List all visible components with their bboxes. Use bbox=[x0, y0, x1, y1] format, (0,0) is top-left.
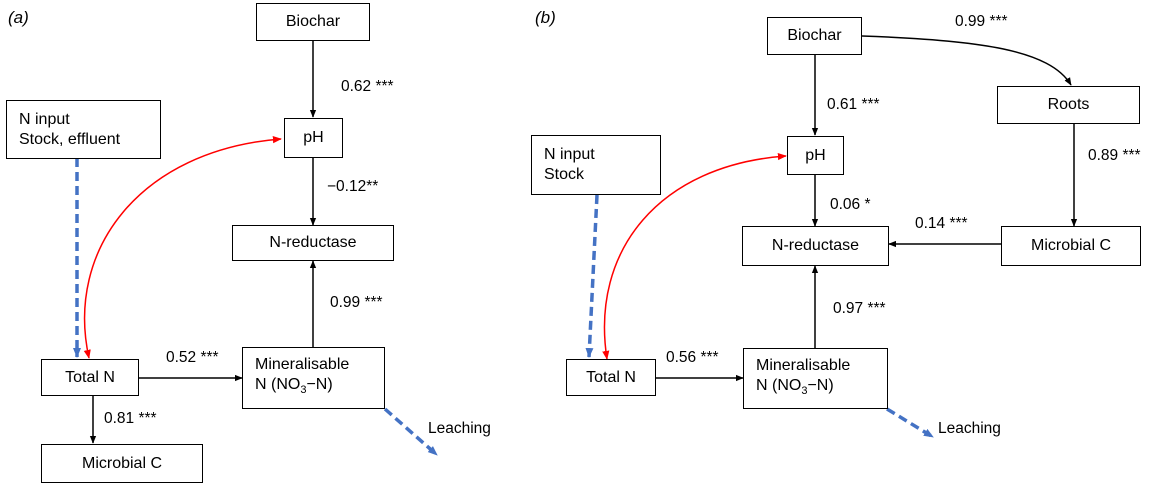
a-mineral-line2-sub: 3 bbox=[300, 384, 307, 397]
b-leaching-label: Leaching bbox=[938, 420, 1001, 437]
panel-a-label: (a) bbox=[8, 8, 29, 27]
b-ph-node: pH bbox=[787, 136, 844, 175]
a-total-n-node: Total N bbox=[41, 359, 139, 396]
a-n-input-line1: N input bbox=[19, 110, 70, 128]
a-biochar-node: Biochar bbox=[256, 3, 370, 41]
a-mineralisable-node: Mineralisable N (NO3−N) bbox=[242, 347, 385, 409]
a-n-input-node: N input Stock, effluent bbox=[6, 100, 161, 159]
a-ph-node: pH bbox=[284, 118, 343, 158]
b-mineral-line2-sub: 3 bbox=[801, 385, 808, 398]
b-n-input-node: N input Stock bbox=[531, 135, 661, 195]
a-leaching-label: Leaching bbox=[428, 420, 491, 437]
b-n-input-line1: N input bbox=[544, 146, 595, 163]
a-mineral-line2-pre: N (NO bbox=[255, 376, 301, 394]
b-total-n-node: Total N bbox=[566, 359, 656, 396]
b-coef-mineral-nreductase: 0.97 *** bbox=[833, 300, 886, 317]
b-arrow-leaching bbox=[886, 407, 934, 439]
a-n-reductase-node: N-reductase bbox=[232, 225, 394, 261]
a-n-input-line2: Stock, effluent bbox=[19, 130, 121, 148]
b-microbial-c-node: Microbial C bbox=[1001, 226, 1141, 266]
b-coef-biochar-roots: 0.99 *** bbox=[955, 13, 1008, 30]
panel-b-label: (b) bbox=[535, 8, 556, 27]
b-mineral-line2-post: −N) bbox=[807, 376, 834, 394]
b-roots-node: Roots bbox=[997, 86, 1140, 124]
b-coef-microbial-nreductase: 0.14 *** bbox=[915, 215, 968, 232]
b-correlation-ph-totaln bbox=[602, 152, 787, 360]
a-coef-ph-nreductase: −0.12** bbox=[327, 178, 379, 195]
b-mineral-line1: Mineralisable bbox=[756, 356, 851, 374]
a-mineral-line1: Mineralisable bbox=[255, 356, 350, 374]
a-mineral-line2: N (NO3−N) bbox=[255, 375, 333, 400]
b-mineral-line2: N (NO3−N) bbox=[756, 376, 834, 401]
a-microbial-c-node: Microbial C bbox=[41, 444, 203, 483]
b-coef-biochar-ph: 0.61 *** bbox=[827, 96, 880, 113]
a-arrow-leaching bbox=[383, 407, 439, 457]
b-coef-roots-microbial: 0.89 *** bbox=[1088, 147, 1141, 164]
b-coef-totaln-mineral: 0.56 *** bbox=[666, 349, 719, 366]
b-mineralisable-node: Mineralisable N (NO3−N) bbox=[743, 348, 888, 409]
a-mineral-line2-post: −N) bbox=[306, 376, 333, 394]
b-n-input-line2: Stock bbox=[544, 166, 585, 183]
b-n-reductase-node: N-reductase bbox=[742, 226, 889, 266]
a-correlation-ph-totaln bbox=[83, 136, 282, 359]
b-arrow-biochar-roots bbox=[861, 35, 1072, 86]
a-coef-totaln-microbial: 0.81 *** bbox=[104, 410, 157, 427]
b-coef-ph-nreductase: 0.06 * bbox=[830, 196, 871, 213]
b-biochar-node: Biochar bbox=[767, 17, 862, 55]
a-coef-totaln-mineral: 0.52 *** bbox=[166, 349, 219, 366]
b-arrow-ninput-totaln bbox=[585, 194, 599, 358]
a-coef-mineral-nreductase: 0.99 *** bbox=[330, 294, 383, 311]
b-mineral-line2-pre: N (NO bbox=[756, 376, 802, 394]
a-coef-biochar-ph: 0.62 *** bbox=[341, 78, 394, 95]
